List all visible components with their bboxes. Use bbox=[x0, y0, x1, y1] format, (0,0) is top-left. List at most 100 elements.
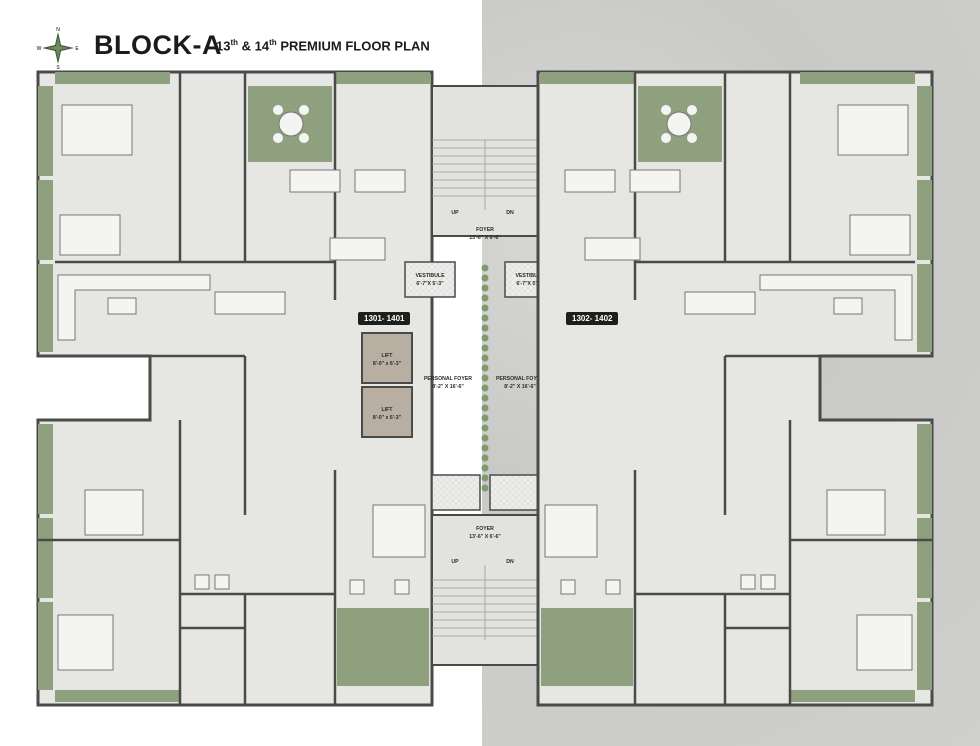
right-bed-2 bbox=[826, 489, 886, 536]
floor-a: 13 bbox=[216, 38, 231, 54]
unit-tag-left: 1301- 1401 bbox=[358, 312, 411, 325]
right-bottom-planter bbox=[790, 690, 915, 702]
right-bottom-balcony bbox=[541, 608, 633, 686]
right-balcony-chair-1 bbox=[687, 105, 697, 115]
left-balcony-chair-3 bbox=[273, 133, 283, 143]
left-bed-1 bbox=[61, 104, 133, 156]
right-sofa-1 bbox=[629, 169, 681, 193]
stair-top-dn: DN bbox=[506, 210, 514, 216]
lift-left-1-label: LIFT bbox=[382, 353, 394, 359]
right-sofa-3 bbox=[849, 214, 911, 256]
right-armchair-4 bbox=[560, 579, 576, 595]
floor-b-sup: th bbox=[269, 38, 277, 47]
stair-bottom-up: UP bbox=[451, 559, 459, 565]
right-balcony-chair-3 bbox=[687, 133, 697, 143]
left-wall-planter-6 bbox=[38, 602, 53, 690]
compass-n: N bbox=[56, 27, 60, 33]
left-balcony-table bbox=[278, 111, 304, 137]
right-apartment-outline bbox=[536, 70, 934, 707]
foyer-top-dim: 13'-6" X 6'-6" bbox=[469, 235, 501, 241]
right-armchair-2 bbox=[740, 574, 756, 590]
left-top-planter-1 bbox=[55, 72, 170, 84]
block-title: BLOCK-A bbox=[94, 30, 222, 60]
lift-left-2 bbox=[361, 386, 413, 438]
left-bed-2 bbox=[84, 489, 144, 536]
lift-left-1-dim: 8'-0" x 6'-3" bbox=[373, 361, 402, 367]
left-wall-planter-4 bbox=[38, 424, 53, 514]
vestibule-bottom-right bbox=[489, 474, 539, 511]
left-bottom-balcony bbox=[337, 608, 429, 686]
right-sofa-4 bbox=[584, 237, 641, 261]
vestibule-left bbox=[404, 261, 456, 298]
right-wall-planter-4 bbox=[917, 424, 932, 514]
right-bed-3 bbox=[856, 614, 913, 671]
floor-a-sup: th bbox=[230, 38, 239, 47]
vestibule-right-label: VESTIBULE bbox=[515, 273, 545, 279]
left-balcony-chair-1 bbox=[273, 105, 283, 115]
right-wall-planter-5 bbox=[917, 518, 932, 598]
right-sofa-2 bbox=[564, 169, 616, 193]
personal-foyer-right-label: PERSONAL FOYER bbox=[496, 376, 544, 382]
right-top-planter-1 bbox=[800, 72, 915, 84]
compass-w: W bbox=[37, 46, 42, 52]
left-kitchen-island bbox=[107, 297, 137, 315]
left-armchair-2 bbox=[214, 574, 230, 590]
personal-foyer-right-dim: 8'-2" X 16'-6" bbox=[504, 384, 536, 390]
left-sofa-4 bbox=[329, 237, 386, 261]
lift-left-2-dim: 8'-0" x 6'-3" bbox=[373, 415, 402, 421]
left-kitchen-counter bbox=[57, 274, 211, 341]
left-apartment bbox=[36, 70, 434, 707]
right-balcony-chair-2 bbox=[661, 105, 671, 115]
floor-b: 14 bbox=[254, 38, 270, 54]
right-armchair-3 bbox=[605, 579, 621, 595]
foyer-bottom-dim: 13'-6" X 6'-6" bbox=[469, 534, 501, 540]
right-bed-4 bbox=[544, 504, 598, 558]
right-dining-table bbox=[684, 291, 756, 315]
stair-bottom-treads bbox=[432, 565, 538, 640]
left-armchair-4 bbox=[394, 579, 410, 595]
left-dining-table bbox=[214, 291, 286, 315]
right-kitchen-island bbox=[833, 297, 863, 315]
left-wall-planter-1 bbox=[38, 86, 53, 176]
stair-bottom-dn: DN bbox=[506, 559, 514, 565]
stair-top-treads bbox=[432, 139, 538, 210]
left-armchair-1 bbox=[194, 574, 210, 590]
right-wall-planter-3 bbox=[917, 264, 932, 352]
core-area: UP DN FOYER 13'-6" X 6'-6" VESTIBULE 6'-… bbox=[361, 85, 606, 666]
left-bed-3 bbox=[57, 614, 114, 671]
unit-tag-right: 1302- 1402 bbox=[566, 312, 619, 325]
left-armchair-3 bbox=[349, 579, 365, 595]
right-balcony-chair-4 bbox=[661, 133, 671, 143]
vestibule-right-dim: 6'-7"X 5'-3" bbox=[516, 281, 544, 287]
compass-e: E bbox=[75, 46, 79, 52]
vestibule-bottom-left bbox=[431, 474, 481, 511]
left-wall-planter-3 bbox=[38, 264, 53, 352]
left-top-planter-2 bbox=[335, 72, 430, 84]
stair-top-up: UP bbox=[451, 210, 459, 216]
personal-foyer-left-dim: 8'-2" X 16'-6" bbox=[432, 384, 464, 390]
right-bed-1 bbox=[837, 104, 909, 156]
left-balcony-chair-2 bbox=[299, 105, 309, 115]
central-planter-column bbox=[481, 264, 489, 492]
left-bed-4 bbox=[372, 504, 426, 558]
left-sofa-1 bbox=[289, 169, 341, 193]
foyer-top-label: FOYER bbox=[476, 227, 494, 233]
right-wall-planter-6 bbox=[917, 602, 932, 690]
left-balcony-chair-4 bbox=[299, 133, 309, 143]
right-balcony-table bbox=[666, 111, 692, 137]
lift-left-2-label: LIFT bbox=[382, 407, 394, 413]
personal-foyer-left-label: PERSONAL FOYER bbox=[424, 376, 472, 382]
vestibule-left-label: VESTIBULE bbox=[415, 273, 445, 279]
compass-s: S bbox=[56, 65, 60, 70]
left-wall-planter-5 bbox=[38, 518, 53, 598]
right-armchair-1 bbox=[760, 574, 776, 590]
left-sofa-2 bbox=[354, 169, 406, 193]
right-apartment bbox=[536, 70, 934, 707]
left-wall-planter-2 bbox=[38, 180, 53, 260]
floor-plan-subtitle: PREMIUM FLOOR PLAN bbox=[280, 38, 430, 54]
lift-left-1 bbox=[361, 332, 413, 384]
foyer-bottom-label: FOYER bbox=[476, 526, 494, 532]
vestibule-left-dim: 6'-7"X 5'-3" bbox=[416, 281, 444, 287]
